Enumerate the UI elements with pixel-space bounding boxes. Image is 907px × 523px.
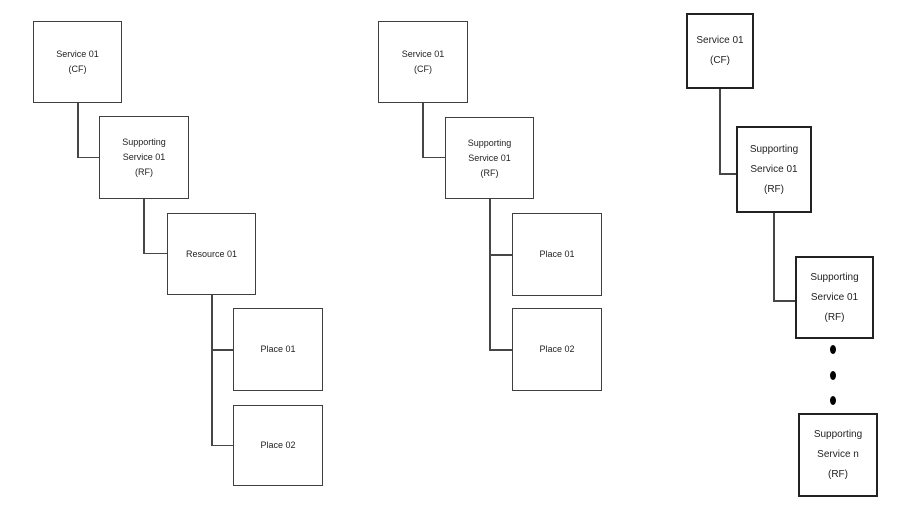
ellipsis-dot <box>830 345 836 354</box>
node-supporting-service-01-rf: Supporting Service 01 (RF) <box>445 117 534 199</box>
node-resource-01: Resource 01 <box>167 213 256 295</box>
connector-line <box>143 252 167 254</box>
connector-line <box>211 444 233 446</box>
connector-line <box>489 254 512 256</box>
node-place-02: Place 02 <box>512 308 602 391</box>
node-service-01-cf: Service 01 (CF) <box>686 13 754 89</box>
node-place-02: Place 02 <box>233 405 323 486</box>
node-supporting-service-n-rf: Supporting Service n (RF) <box>798 413 878 497</box>
connector-line <box>77 156 99 158</box>
connector-line <box>211 349 233 351</box>
connector-line <box>422 103 424 157</box>
connector-line <box>719 89 721 174</box>
connector-line <box>773 300 795 302</box>
node-supporting-service-01-rf: Supporting Service 01 (RF) <box>99 116 189 199</box>
node-service-01-cf: Service 01 (CF) <box>33 21 122 103</box>
ellipsis-dot <box>830 396 836 405</box>
connector-line <box>422 156 445 158</box>
node-place-01: Place 01 <box>233 308 323 391</box>
connector-line <box>211 295 213 446</box>
ellipsis-dot <box>830 371 836 380</box>
connector-line <box>773 213 775 301</box>
connector-line <box>77 103 79 157</box>
node-supporting-service-01-rf: Supporting Service 01 (RF) <box>795 256 874 339</box>
node-service-01-cf: Service 01 (CF) <box>378 21 468 103</box>
node-place-01: Place 01 <box>512 213 602 296</box>
connector-line <box>489 349 512 351</box>
connector-line <box>489 199 491 350</box>
connector-line <box>143 199 145 253</box>
connector-line <box>719 173 736 175</box>
node-supporting-service-01-rf: Supporting Service 01 (RF) <box>736 126 812 213</box>
